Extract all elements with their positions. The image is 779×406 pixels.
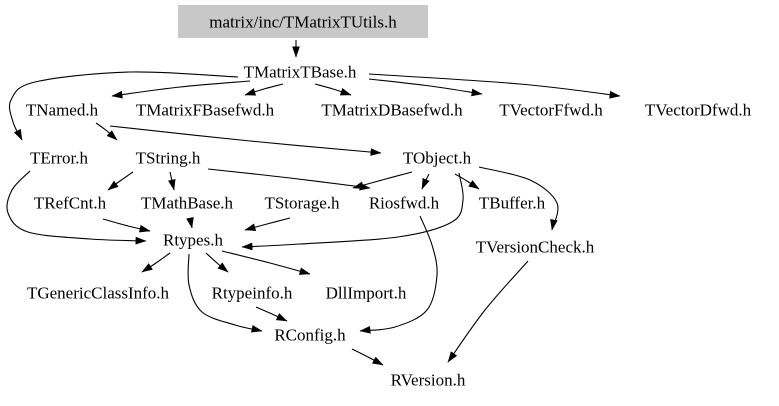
edge-tmatrixtbase-to-tmatrixdbasefwd xyxy=(314,83,352,96)
node-dllimport[interactable]: DllImport.h xyxy=(326,284,407,303)
edge-tobject-to-riosfwd xyxy=(421,173,430,190)
edge-riosfwd-to-rconfig xyxy=(359,215,438,334)
node-trefcnt[interactable]: TRefCnt.h xyxy=(34,194,107,213)
edge-rtypes-to-rtypeinfo xyxy=(205,252,229,273)
node-riosfwd[interactable]: Riosfwd.h xyxy=(369,194,440,213)
edge-tnamed-to-tobject xyxy=(109,125,382,156)
edge-tobject-to-tversioncheck xyxy=(478,166,559,231)
edge-rtypes-to-rconfig xyxy=(187,253,263,333)
edge-tversioncheck-to-rversion xyxy=(447,260,529,363)
node-tstring[interactable]: TString.h xyxy=(136,149,201,168)
edge-tmathbase-to-rtypes xyxy=(186,216,194,229)
edge-trefcnt-to-rtypes xyxy=(102,218,151,233)
edge-tmatrixtbase-to-tmatrixfbasefwd xyxy=(244,83,284,96)
node-tversioncheck[interactable]: TVersionCheck.h xyxy=(476,238,595,257)
node-tmatrixtutils: matrix/inc/TMatrixTUtils.h xyxy=(209,13,397,32)
edge-rtypeinfo-to-rconfig xyxy=(255,306,288,322)
edge-tobject-to-rtypes xyxy=(241,172,464,251)
node-tmatrixfbasefwd[interactable]: TMatrixFBasefwd.h xyxy=(136,101,275,120)
edge-tstorage-to-rtypes xyxy=(244,217,291,231)
node-tstorage[interactable]: TStorage.h xyxy=(264,194,340,213)
node-tbuffer[interactable]: TBuffer.h xyxy=(479,194,546,213)
edges-layer xyxy=(6,40,621,366)
edge-tmatrixtbase-to-tvectordfwd xyxy=(368,73,621,99)
edge-tmatrixtbase-to-tvectorffwd xyxy=(368,78,483,97)
node-rversion[interactable]: RVersion.h xyxy=(391,371,466,390)
edge-tstring-to-tmathbase xyxy=(167,171,176,191)
node-tobject[interactable]: TObject.h xyxy=(403,149,472,168)
node-tnamed[interactable]: TNamed.h xyxy=(26,101,99,120)
edge-terror-to-rtypes xyxy=(6,170,147,245)
edge-rtypes-to-dllimport xyxy=(221,250,311,275)
edge-tstring-to-riosfwd xyxy=(207,168,371,191)
edge-tmatrixtbase-to-tnamed xyxy=(111,80,251,99)
edge-tobject-to-tbuffer xyxy=(454,173,480,190)
edge-tnamed-to-tstring xyxy=(95,122,118,141)
node-terror[interactable]: TError.h xyxy=(30,149,89,168)
node-rtypeinfo[interactable]: Rtypeinfo.h xyxy=(212,284,293,303)
edge-tobject-to-tstorage xyxy=(352,171,413,189)
node-tmatrixtbase[interactable]: TMatrixTBase.h xyxy=(244,63,357,82)
nodes-layer: matrix/inc/TMatrixTUtils.hTMatrixTBase.h… xyxy=(26,5,752,390)
node-tgenericclassinfo[interactable]: TGenericClassInfo.h xyxy=(27,284,170,303)
edge-rtypes-to-tgenericclassinfo xyxy=(141,252,171,273)
node-rconfig[interactable]: RConfig.h xyxy=(274,326,346,345)
node-box-tmatrixtutils xyxy=(178,5,428,38)
edge-tmatrixtbase-to-terror xyxy=(8,71,239,141)
edge-rconfig-to-rversion xyxy=(351,348,384,366)
node-tmatrixdbasefwd[interactable]: TMatrixDBasefwd.h xyxy=(321,101,463,120)
node-tmathbase[interactable]: TMathBase.h xyxy=(141,194,234,213)
node-rtypes[interactable]: Rtypes.h xyxy=(163,231,223,250)
edge-tstring-to-trefcnt xyxy=(107,171,134,191)
node-tvectordfwd[interactable]: TVectorDfwd.h xyxy=(645,101,752,120)
node-tvectorffwd[interactable]: TVectorFfwd.h xyxy=(499,101,603,120)
